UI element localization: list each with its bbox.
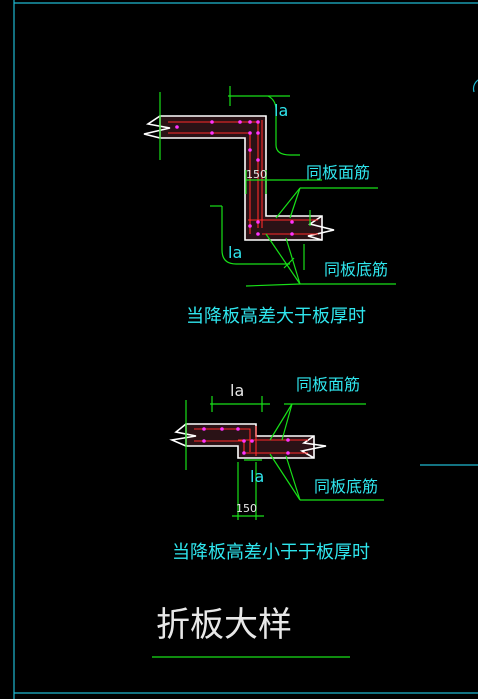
detail-1-slab-outline xyxy=(159,115,323,241)
detail-2-top-rebar xyxy=(194,428,251,452)
drawing-title-block: 折板大样 xyxy=(152,605,350,658)
detail-2-drop-slab-small: la la 150 同板面筋 同板底筋 当降板高差小于于板厚时 xyxy=(169,375,384,563)
detail-2-rebar-dots xyxy=(202,427,290,455)
detail-2-caption: 当降板高差小于于板厚时 xyxy=(172,542,370,563)
detail-1-break-left xyxy=(143,115,171,139)
detail-2-bottom-rebar-label: 同板底筋 xyxy=(314,477,378,496)
detail-2-dim-la-lower: la xyxy=(250,467,264,486)
detail-2-dim-150: 150 xyxy=(236,502,257,515)
detail-2-break-left xyxy=(169,423,197,447)
drawing-frame xyxy=(13,0,478,699)
detail-1-caption: 当降板高差大于板厚时 xyxy=(186,306,366,327)
detail-1-rebar-dots xyxy=(175,120,294,236)
detail-1-drop-slab-large: la 150 la 同板面筋 同板底筋 当降板高差大于板厚时 xyxy=(143,86,396,327)
detail-1-bottom-rebar xyxy=(168,132,251,234)
detail-1-break-right xyxy=(307,215,335,241)
detail-1-top-rebar-label: 同板面筋 xyxy=(306,163,370,182)
detail-1-bottom-rebar-label: 同板底筋 xyxy=(324,260,388,279)
detail-2-top-rebar-label: 同板面筋 xyxy=(296,375,360,394)
detail-2-dim-la-upper: la xyxy=(230,381,244,400)
detail-1-dim-la-lower: la xyxy=(228,243,242,262)
detail-1-dim-150: 150 xyxy=(246,168,267,181)
drawing-title: 折板大样 xyxy=(156,605,292,645)
detail-1-dim-la-upper: la xyxy=(274,101,288,120)
